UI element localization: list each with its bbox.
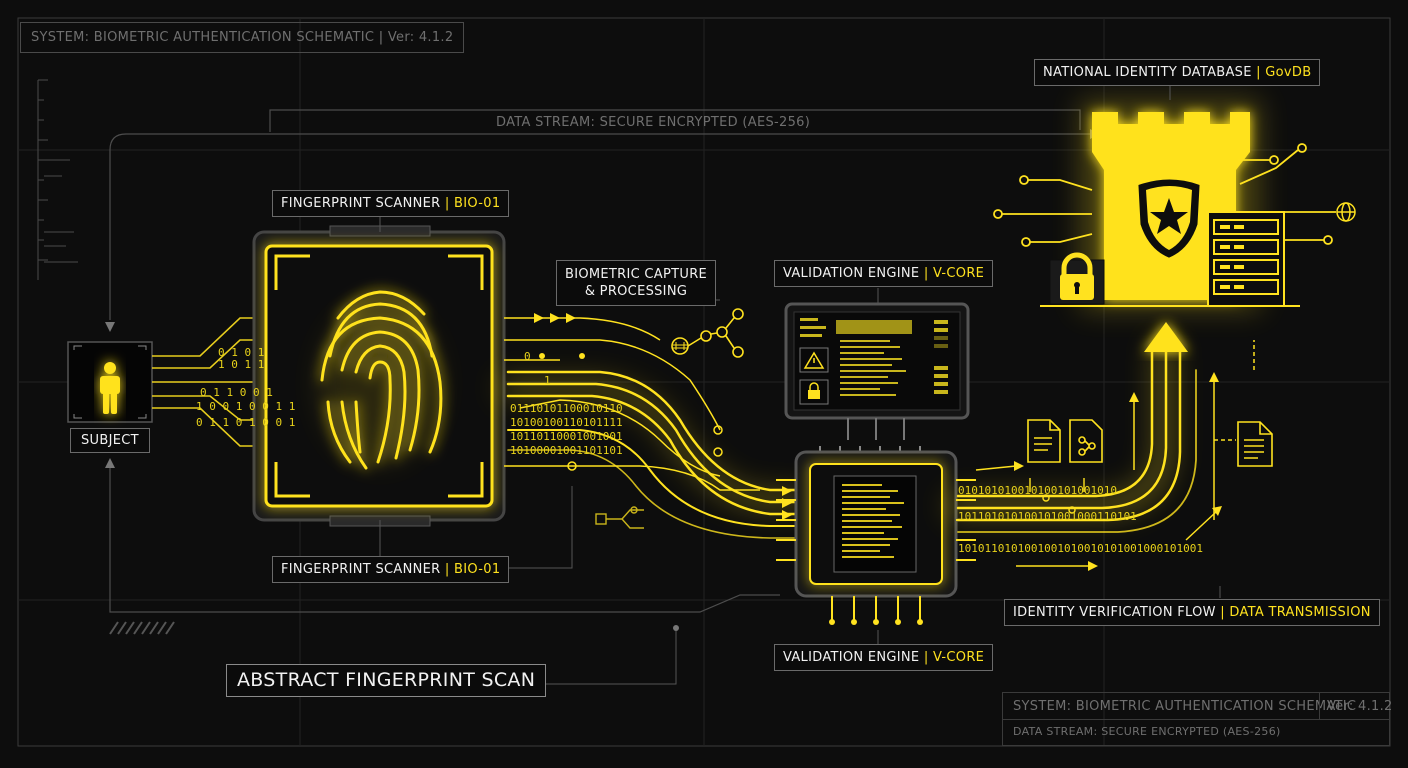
capture-label: BIOMETRIC CAPTURE & PROCESSING	[556, 260, 717, 306]
binary-b6: 1	[544, 374, 551, 387]
binary-s5: 0 1 1 0 1 0 0 1	[196, 416, 295, 429]
scanner-bottom-code: BIO-01	[454, 562, 501, 577]
uplink-arrowhead	[1144, 322, 1188, 352]
scanner-bottom-label: FINGERPRINT SCANNER | BIO-01	[272, 556, 510, 583]
capture-arrows	[534, 313, 723, 471]
database-castle	[993, 100, 1356, 310]
validation-top-label: VALIDATION ENGINE | V-CORE	[774, 260, 994, 287]
shield-star-icon	[1138, 179, 1200, 258]
input-wires	[152, 317, 262, 447]
fingerprint-icon	[320, 290, 443, 470]
scan-title: ABSTRACT FINGERPRINT SCAN	[226, 664, 547, 697]
cpu-chip-icon	[776, 446, 976, 625]
scanner-bottom-sep: |	[440, 562, 455, 577]
binary-b5: 0	[524, 350, 531, 363]
flow-arrowheads	[782, 486, 792, 520]
db-connectors	[1002, 149, 1336, 243]
database-code: GovDB	[1265, 65, 1312, 80]
flow-code: DATA TRANSMISSION	[1229, 605, 1371, 620]
footer-panel: SYSTEM: BIOMETRIC AUTHENTICATION SCHEMAT…	[1002, 692, 1393, 746]
side-arrows	[975, 340, 1255, 571]
globe-icon	[1336, 202, 1356, 222]
uplink-flow	[947, 339, 1197, 533]
validation-top-sep: |	[919, 266, 933, 281]
subject-node	[67, 341, 153, 423]
person-icon	[100, 362, 120, 414]
binary-r2: 101101010100101001000110101	[958, 510, 1137, 523]
footer-system-text: SYSTEM: BIOMETRIC AUTHENTICATION SCHEMAT…	[1013, 699, 1357, 714]
capture-line2: & PROCESSING	[584, 284, 688, 299]
validation-top-code: V-CORE	[933, 266, 985, 281]
scanner-top-sep: |	[440, 196, 455, 211]
flow-main: IDENTITY VERIFICATION FLOW	[1013, 605, 1216, 620]
subject-label: SUBJECT	[70, 428, 150, 453]
binary-s2: 1 0 1 1	[218, 358, 264, 371]
scanner-top-code: BIO-01	[454, 196, 501, 211]
footer-stream-text: DATA STREAM: SECURE ENCRYPTED (AES-256)	[1013, 725, 1281, 738]
scanner-bottom-main: FINGERPRINT SCANNER	[281, 562, 441, 577]
footer-hr	[1003, 719, 1389, 720]
binary-b2: 10100100110101111	[510, 416, 623, 429]
database-label: NATIONAL IDENTITY DATABASE | GovDB	[1034, 59, 1321, 86]
binary-r3: 1010110101001001010010101001000101001	[958, 542, 1203, 555]
binary-r1: 010101010010100101001010	[958, 484, 1117, 497]
binary-b1: 01110101100010110	[510, 402, 623, 415]
binary-b4: 10100001001101101	[510, 444, 623, 457]
stream-label: DATA STREAM: SECURE ENCRYPTED (AES-256)	[496, 115, 811, 130]
footer-version-text: Ver: 4.1.2	[1327, 699, 1393, 714]
database-sep: |	[1251, 65, 1266, 80]
document-icon	[1027, 419, 1061, 463]
server-icon	[1207, 211, 1285, 307]
binary-streams: 0 1 0 1 1 0 1 1 0 1 1 0 0 1 1 0 0 1 0 0 …	[196, 346, 1203, 555]
share-document-icon	[1069, 419, 1103, 463]
validation-bottom-sep: |	[919, 650, 933, 665]
validation-bottom-main: VALIDATION ENGINE	[783, 650, 920, 665]
header-sep: |	[374, 30, 388, 45]
left-scale	[37, 79, 78, 280]
scanner-top-main: FINGERPRINT SCANNER	[281, 196, 441, 211]
binary-b3: 10110110001001001	[510, 430, 623, 443]
header-system-label: SYSTEM: BIOMETRIC AUTHENTICATION SCHEMAT…	[20, 22, 465, 53]
flow-sep: |	[1215, 605, 1230, 620]
header-system-text: SYSTEM: BIOMETRIC AUTHENTICATION SCHEMAT…	[31, 30, 375, 45]
capture-line1: BIOMETRIC CAPTURE	[565, 267, 708, 282]
flow-connectors	[1029, 478, 1085, 514]
validation-bottom-code: V-CORE	[933, 650, 985, 665]
padlock-icon	[1049, 252, 1105, 305]
validation-bottom-label: VALIDATION ENGINE | V-CORE	[774, 644, 994, 671]
database-main: NATIONAL IDENTITY DATABASE	[1043, 65, 1252, 80]
flow-label: IDENTITY VERIFICATION FLOW | DATA TRANSM…	[1004, 599, 1380, 626]
binary-s1: 0 1 0 1	[218, 346, 264, 359]
binary-s3: 0 1 1 0 0 1	[200, 386, 273, 399]
warning-icon	[799, 347, 829, 373]
validation-top-main: VALIDATION ENGINE	[783, 266, 920, 281]
scanner-top-label: FINGERPRINT SCANNER | BIO-01	[272, 190, 510, 217]
branch-icon	[595, 506, 644, 529]
fingerprint-scanner	[252, 225, 506, 527]
header-version-text: Ver: 4.1.2	[387, 30, 454, 45]
share-node-icon	[671, 308, 744, 358]
lock-icon	[799, 379, 829, 405]
binary-s4: 1 0 0 1 0 0 1 1	[196, 400, 295, 413]
main-data-flow	[500, 370, 808, 539]
document-icon-2	[1237, 421, 1273, 467]
validation-monitor	[784, 302, 970, 440]
footer-divider	[1319, 693, 1320, 719]
hatch-mark	[109, 621, 175, 635]
